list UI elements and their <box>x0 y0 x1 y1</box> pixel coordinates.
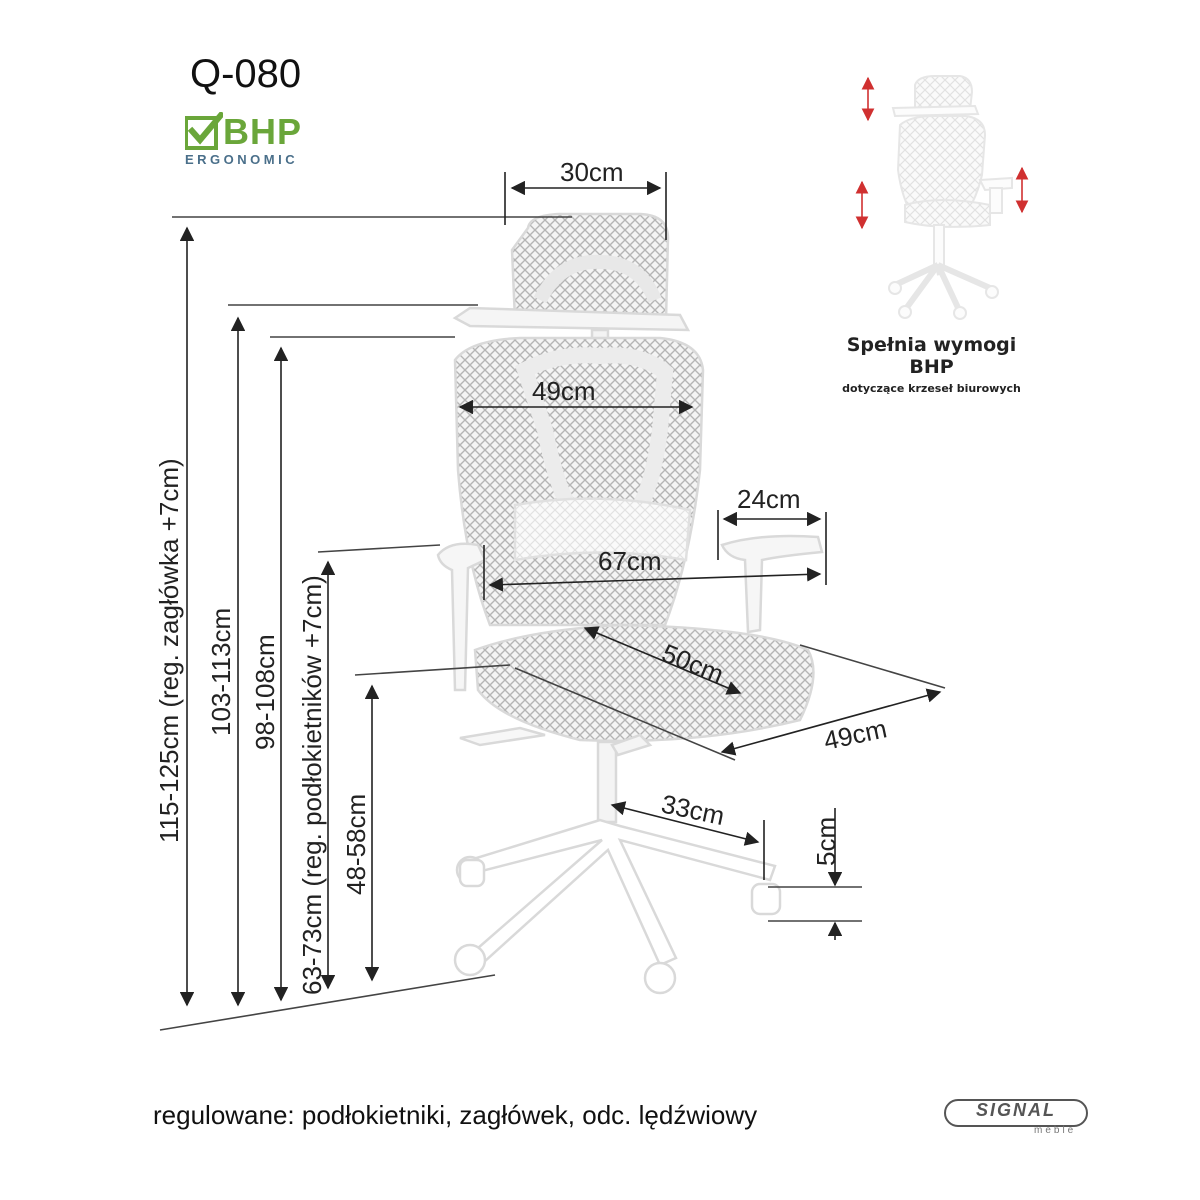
adjustment-thumbnail <box>888 75 1013 320</box>
bhp-logo: BHP ERGONOMIC <box>183 112 328 172</box>
seat-height-label: 48-58cm <box>341 794 371 895</box>
adjustment-arrows <box>855 76 1029 230</box>
checkmark-icon <box>185 112 223 150</box>
headrest-width-label: 30cm <box>560 157 624 187</box>
signal-logo-sub: meble <box>1034 1125 1077 1136</box>
backrest-top-label: 98-108cm <box>250 634 280 750</box>
model-title: Q-080 <box>190 52 302 96</box>
logo-subtitle: ERGONOMIC <box>185 152 299 167</box>
adjustable-features-text: regulowane: podłokietniki, zagłówek, odc… <box>153 1100 758 1130</box>
back-height-label: 103-113cm <box>206 608 236 736</box>
bhp-compliance-note: Spełnia wymogi BHP dotyczące krzeseł biu… <box>824 334 1039 395</box>
wheel-height-label: 5cm <box>811 817 841 866</box>
seat-depth-line <box>583 626 742 695</box>
bhp-note-title: Spełnia wymogi BHP <box>846 334 1017 378</box>
dimension-lines <box>159 172 946 1031</box>
right-armrest <box>720 534 824 634</box>
seat-width-label: 49cm <box>821 713 889 756</box>
base-radius-line <box>610 801 760 846</box>
seat-width-line <box>720 688 942 756</box>
logo-brand: BHP <box>223 111 303 152</box>
signal-logo-frame <box>944 1099 1088 1127</box>
signal-brand-logo: SIGNAL meble <box>944 1099 1092 1139</box>
base-radius-label: 33cm <box>659 789 727 832</box>
signal-logo-name: SIGNAL <box>975 1100 1056 1120</box>
left-armrest <box>436 542 487 692</box>
arm-span-line <box>488 567 822 592</box>
armrest-height-label: 63-73cm (reg. podłokietników +7cm) <box>297 575 327 995</box>
armrest-length-label: 24cm <box>737 484 801 514</box>
back-width-label: 49cm <box>532 376 596 406</box>
seat <box>473 623 815 743</box>
bhp-note-subtitle: dotyczące krzeseł biurowych <box>842 382 1021 395</box>
arm-span-label: 67cm <box>598 546 662 576</box>
total-height-label: 115-125cm (reg. zagłówka +7cm) <box>154 458 184 843</box>
chair-base <box>467 818 777 967</box>
